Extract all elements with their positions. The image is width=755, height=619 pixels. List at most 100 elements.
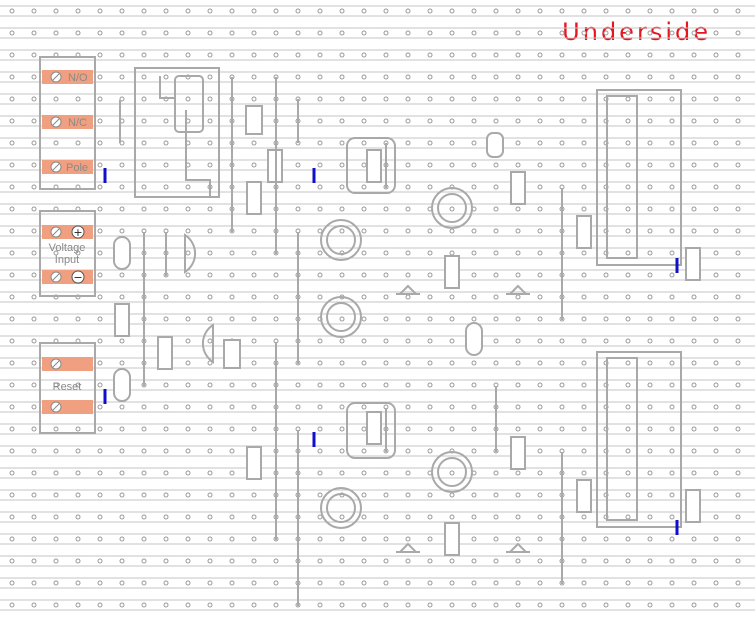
strip-hole — [185, 492, 191, 498]
wire-links — [119, 77, 563, 606]
reset-label: Reset — [53, 381, 82, 393]
strip-hole — [405, 250, 411, 256]
terminal-label-no: N/O — [68, 72, 88, 84]
strip-hole — [427, 558, 433, 564]
strip-hole — [603, 338, 609, 344]
strip-hole — [493, 338, 499, 344]
strip-hole — [405, 184, 411, 190]
strip-hole — [427, 316, 433, 322]
capacitor-circles — [320, 187, 473, 529]
strip-hole — [581, 404, 587, 410]
strip-hole — [625, 492, 631, 498]
strip-hole — [581, 250, 587, 256]
strip-hole — [163, 448, 169, 454]
strip-hole — [163, 316, 169, 322]
strip-hole — [9, 360, 15, 366]
strip-hole — [97, 404, 103, 410]
strip-hole — [713, 184, 719, 190]
strip-hole — [53, 536, 59, 542]
strip-hole — [317, 360, 323, 366]
strip-hole — [537, 492, 543, 498]
strip-hole — [405, 514, 411, 520]
strip-hole — [31, 536, 37, 542]
strip-hole — [493, 316, 499, 322]
strip-hole — [427, 602, 433, 608]
strip-hole — [427, 580, 433, 586]
strip-hole — [581, 52, 587, 58]
strip-hole — [317, 294, 323, 300]
strip-hole — [449, 470, 455, 476]
strip-hole — [735, 426, 741, 432]
strip-hole — [383, 206, 389, 212]
strip-hole — [229, 8, 235, 14]
strip-hole — [119, 448, 125, 454]
strip-hole — [53, 470, 59, 476]
strip-hole — [31, 492, 37, 498]
strip-hole — [97, 470, 103, 476]
strip-hole — [427, 382, 433, 388]
strip-hole — [317, 162, 323, 168]
strip-hole — [317, 470, 323, 476]
strip-hole — [185, 404, 191, 410]
strip-hole — [229, 382, 235, 388]
strip-hole — [207, 250, 213, 256]
strip-hole — [119, 272, 125, 278]
strip-hole — [339, 602, 345, 608]
strip-hole — [141, 52, 147, 58]
strip-hole — [713, 558, 719, 564]
strip-hole — [317, 448, 323, 454]
strip-hole — [383, 74, 389, 80]
strip-hole — [405, 536, 411, 542]
strip-hole — [31, 162, 37, 168]
strip-hole — [471, 250, 477, 256]
strip-hole — [97, 140, 103, 146]
strip-hole — [53, 96, 59, 102]
strip-hole — [97, 382, 103, 388]
strip-hole — [669, 228, 675, 234]
strip-hole — [735, 514, 741, 520]
strip-hole — [317, 514, 323, 520]
strip-hole — [119, 338, 125, 344]
strip-hole — [581, 536, 587, 542]
strip-hole — [229, 514, 235, 520]
strip-hole — [449, 580, 455, 586]
strip-hole — [97, 448, 103, 454]
strip-hole — [9, 404, 15, 410]
strip-hole — [471, 448, 477, 454]
strip-hole — [361, 52, 367, 58]
strip-hole — [515, 162, 521, 168]
strip-hole — [405, 404, 411, 410]
strip-hole — [361, 294, 367, 300]
strip-hole — [251, 536, 257, 542]
strip-hole — [559, 140, 565, 146]
strip-hole — [31, 360, 37, 366]
strip-hole — [625, 30, 631, 36]
strip-hole — [713, 162, 719, 168]
strip-hole — [185, 448, 191, 454]
strip-hole — [361, 184, 367, 190]
strip-hole — [603, 536, 609, 542]
strip-hole — [471, 8, 477, 14]
strip-hole — [471, 426, 477, 432]
strip-hole — [493, 602, 499, 608]
strip-hole — [339, 184, 345, 190]
strip-hole — [31, 448, 37, 454]
strip-hole — [207, 118, 213, 124]
strip-hole — [537, 74, 543, 80]
strip-hole — [691, 448, 697, 454]
strip-hole — [493, 580, 499, 586]
strip-hole — [405, 228, 411, 234]
strip-hole — [405, 492, 411, 498]
strip-hole — [163, 184, 169, 190]
strip-hole — [185, 360, 191, 366]
strip-hole — [647, 338, 653, 344]
strip-hole — [163, 206, 169, 212]
strip-hole — [515, 536, 521, 542]
strip-hole — [713, 140, 719, 146]
strip-hole — [471, 228, 477, 234]
strip-hole — [603, 316, 609, 322]
strip-hole — [75, 8, 81, 14]
strip-hole — [449, 206, 455, 212]
strip-hole — [31, 294, 37, 300]
strip-hole — [493, 250, 499, 256]
